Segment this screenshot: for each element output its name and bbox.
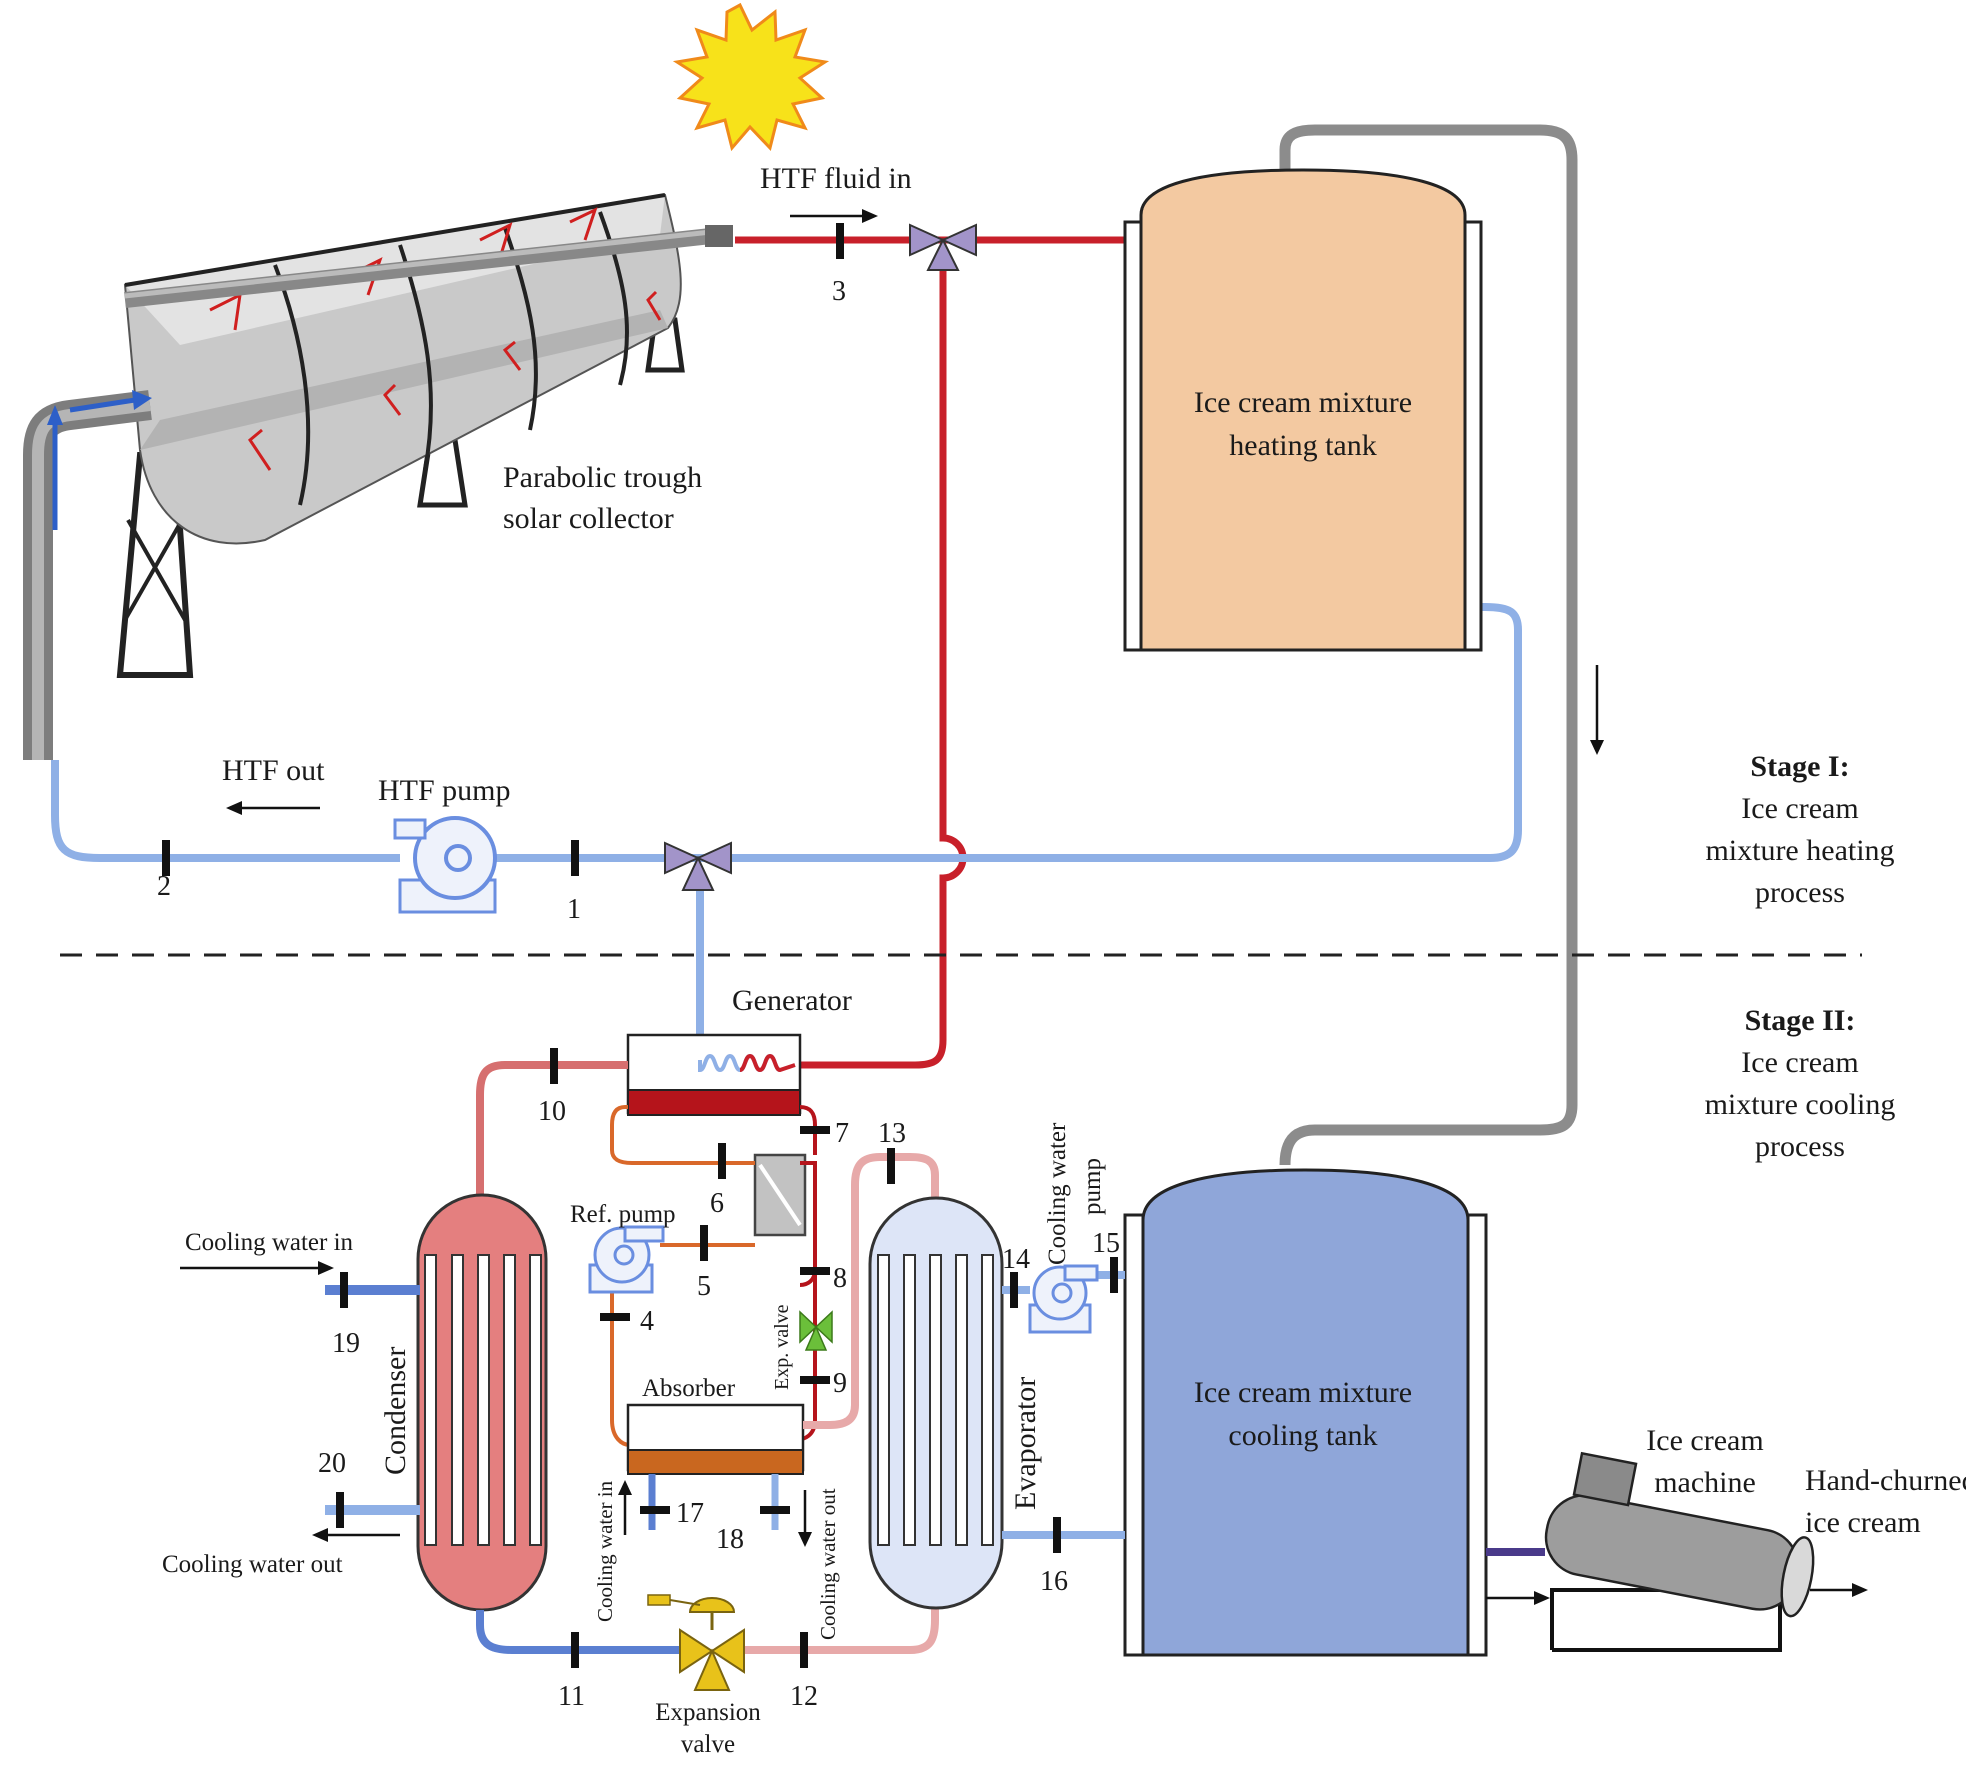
cooling-water-pump[interactable] (1028, 1264, 1099, 1334)
ref-pump[interactable] (588, 1225, 665, 1294)
three-way-valve-bottom[interactable] (664, 841, 732, 891)
state-15-label: 15 (1092, 1228, 1120, 1259)
cooling-tank-label-line2: cooling tank (1228, 1419, 1377, 1452)
state-17-label: 17 (676, 1498, 704, 1529)
generator (626, 1033, 802, 1116)
state-13-label: 13 (878, 1118, 906, 1149)
state-16-label: 16 (1040, 1566, 1068, 1597)
state-19-label: 19 (332, 1328, 360, 1359)
htf-fluid-in-label: HTF fluid in (760, 162, 912, 195)
ice-cream-machine-label-line2: machine (1654, 1466, 1756, 1499)
state-5-label: 5 (697, 1271, 711, 1302)
cold-pipe-htf-out (51, 760, 400, 862)
stage1-line1: Ice cream (1741, 792, 1858, 825)
state-7-label: 7 (835, 1118, 849, 1149)
stage1-title: Stage I: (1750, 750, 1849, 783)
exp-valve[interactable] (799, 1310, 833, 1351)
absorber-label: Absorber (642, 1375, 736, 1402)
state-2-label: 2 (157, 871, 171, 902)
stage2-title: Stage II: (1745, 1004, 1856, 1037)
cooling-water-out-label: Cooling water out (162, 1551, 343, 1578)
state-10-label: 10 (538, 1096, 566, 1127)
state-12-label: 12 (790, 1681, 818, 1712)
hand-churned-label-line2: ice cream (1805, 1506, 1921, 1539)
hot-pipe-to-generator (790, 250, 967, 1069)
state-3-label: 3 (832, 276, 846, 307)
expansion-valve-label-line2: valve (681, 1731, 735, 1758)
state-20-label: 20 (318, 1448, 346, 1479)
ref-pump-label: Ref. pump (570, 1201, 676, 1228)
cooling-water-pump-label-line2: pump (1079, 1158, 1106, 1215)
parabolic-trough-collector (23, 193, 733, 760)
solution-heat-exchanger (753, 1153, 807, 1237)
evaporator (868, 1196, 1004, 1610)
state-18-label: 18 (716, 1524, 744, 1555)
cooling-tank-label-line1: Ice cream mixture (1194, 1376, 1412, 1409)
heating-tank-label-line2: heating tank (1229, 429, 1376, 462)
ice-cream-machine (1486, 1451, 1868, 1652)
htf-pump-label: HTF pump (378, 774, 511, 807)
state-4-label: 4 (640, 1306, 654, 1337)
stage1-line3: process (1755, 876, 1845, 909)
sun-icon (672, 2, 830, 152)
cooling-tank (1123, 1168, 1488, 1657)
cold-pipe-return (450, 603, 1522, 862)
state-1-label: 1 (567, 894, 581, 925)
collector-label-line2: solar collector (503, 502, 674, 535)
condenser (416, 1193, 548, 1612)
cooling-water-pump-label-line1: Cooling water (1044, 1122, 1071, 1265)
ice-cream-machine-label-line1: Ice cream (1646, 1424, 1763, 1457)
collector-label-line1: Parabolic trough (503, 461, 702, 494)
expansion-valve[interactable] (647, 1594, 745, 1691)
hand-churned-label-line1: Hand-churned (1805, 1464, 1966, 1497)
htf-pump[interactable] (393, 816, 497, 914)
cooling-water-in-label: Cooling water in (185, 1229, 354, 1256)
stage2-line1: Ice cream (1741, 1046, 1858, 1079)
stage2-line2: mixture cooling (1705, 1088, 1896, 1121)
generator-label: Generator (732, 984, 852, 1017)
state-11-label: 11 (558, 1681, 585, 1712)
stage2-line3: process (1755, 1130, 1845, 1163)
state-9-label: 9 (833, 1368, 847, 1399)
three-way-valve-top[interactable] (909, 223, 977, 271)
stage1-line2: mixture heating (1705, 834, 1894, 867)
evaporator-label: Evaporator (1009, 1377, 1042, 1510)
expansion-valve-label-line1: Expansion (655, 1699, 761, 1726)
state-8-label: 8 (833, 1263, 847, 1294)
grey-pipe-tank-link (1279, 124, 1578, 1166)
exp-valve-label: Exp. valve (771, 1304, 793, 1390)
absorber-cw-out-label: Cooling water out (816, 1488, 840, 1640)
state-14-label: 14 (1002, 1244, 1030, 1275)
state-markers (162, 223, 1118, 1668)
absorber (626, 1403, 805, 1475)
state-6-label: 6 (710, 1188, 724, 1219)
heating-tank-label-line1: Ice cream mixture (1194, 386, 1412, 419)
heating-tank (1123, 168, 1483, 652)
htf-out-label: HTF out (222, 754, 325, 787)
condenser-label: Condenser (379, 1347, 412, 1475)
absorber-cw-in-label: Cooling water in (593, 1480, 617, 1622)
